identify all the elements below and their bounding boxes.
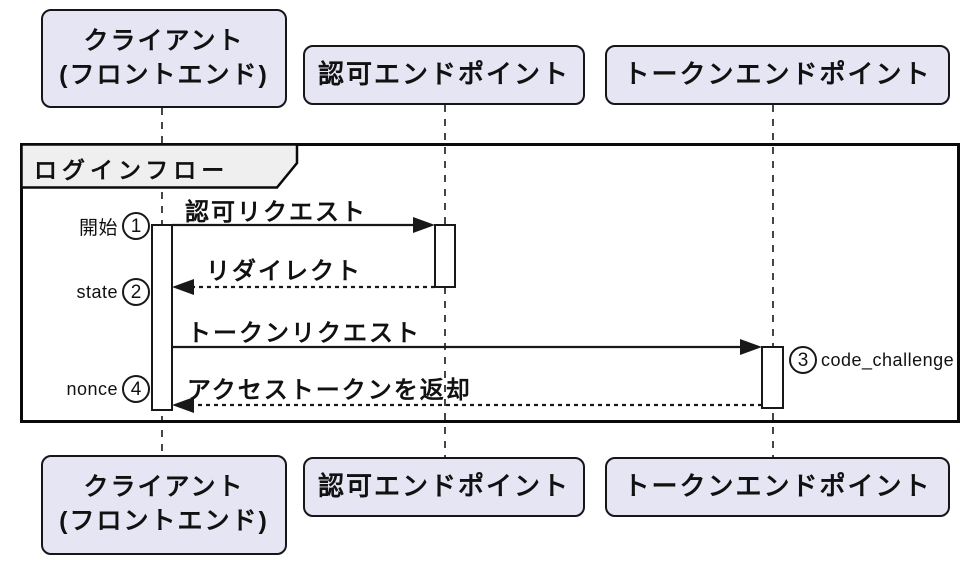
step-annotation-start: 開始 1 <box>79 212 150 240</box>
participant-bottom-token-endpoint: トークンエンドポイント <box>605 457 950 517</box>
participant-name: クライアント <box>83 473 245 502</box>
message-label-redirect: リダイレクト <box>206 258 362 285</box>
participant-subname: (フロントエンド) <box>59 507 269 535</box>
message-label-return-token: アクセストークンを返却 <box>187 377 472 404</box>
step-annotation-state: state 2 <box>76 278 150 306</box>
participant-name: トークンエンドポイント <box>623 471 932 502</box>
step-number-circle-2: 2 <box>122 278 150 306</box>
participant-name: クライアント <box>83 26 245 55</box>
participant-bottom-client: クライアント (フロントエンド) <box>41 455 287 555</box>
step-label: state <box>76 281 118 302</box>
step-annotation-nonce: nonce 4 <box>66 375 150 403</box>
arrowhead-right-icon <box>413 217 435 233</box>
participant-name: 認可エンドポイント <box>317 59 570 90</box>
message-label-token-request: トークンリクエスト <box>187 320 421 347</box>
step-number-circle-3: 3 <box>789 346 817 374</box>
participant-top-auth-endpoint: 認可エンドポイント <box>303 45 585 105</box>
step-label: nonce <box>66 378 118 399</box>
arrowhead-left-icon <box>172 397 194 413</box>
participant-bottom-auth-endpoint: 認可エンドポイント <box>303 457 585 517</box>
message-label-auth-request: 認可リクエスト <box>185 199 367 226</box>
activation-bar-token <box>761 346 784 409</box>
participant-subname: (フロントエンド) <box>59 60 269 89</box>
step-number-circle-1: 1 <box>122 212 150 240</box>
activation-bar-client <box>151 224 173 411</box>
arrowhead-left-icon <box>172 279 194 295</box>
participant-top-token-endpoint: トークンエンドポイント <box>605 45 950 105</box>
frame-title-tab <box>20 143 299 189</box>
activation-bar-auth <box>434 224 456 288</box>
step-label: 開始 <box>78 217 118 239</box>
participant-top-client: クライアント (フロントエンド) <box>41 9 287 108</box>
step-annotation-code-challenge: 3 code_challenge <box>789 346 954 374</box>
arrowhead-right-icon <box>740 339 762 355</box>
participant-name: トークンエンドポイント <box>623 59 932 90</box>
step-label: code_challenge <box>821 349 955 370</box>
participant-name: 認可エンドポイント <box>317 471 570 502</box>
step-number-circle-4: 4 <box>122 375 150 403</box>
frame-title: ログインフロー <box>34 157 230 183</box>
frame-border <box>20 143 960 423</box>
